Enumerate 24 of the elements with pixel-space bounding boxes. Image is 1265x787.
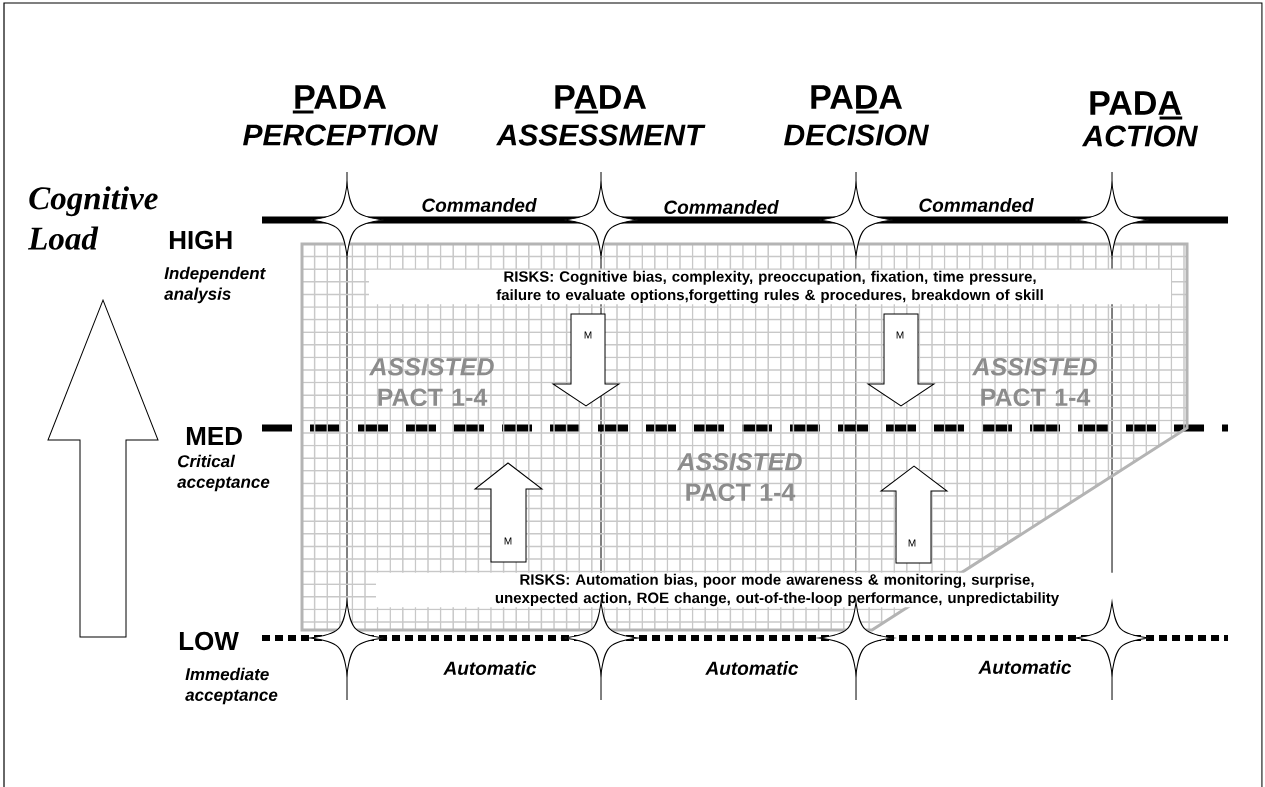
mode-label: Commanded — [919, 198, 1034, 212]
stage-name: DECISION — [784, 124, 930, 146]
region-label: ASSISTED PACT 1-4 — [972, 357, 1097, 407]
star-marker — [818, 183, 894, 257]
region-label: ASSISTED PACT 1-4 — [369, 357, 494, 407]
stage-name: ASSESSMENT — [496, 124, 706, 146]
star-marker — [563, 183, 639, 257]
star-marker — [1074, 601, 1150, 675]
level-description: Independent analysis — [164, 266, 266, 304]
star-marker — [1074, 183, 1150, 257]
mode-label: Automatic — [443, 661, 537, 675]
mode-label: Commanded — [664, 200, 779, 214]
region-label: ASSISTED PACT 1-4 — [677, 452, 802, 502]
level-label: HIGH — [169, 230, 232, 250]
level-description: Critical acceptance — [177, 454, 270, 492]
level-label: LOW — [179, 631, 239, 651]
mode-label: Commanded — [422, 198, 537, 212]
level-label: MED — [186, 427, 242, 445]
axis-title: Cognitive Load — [27, 186, 158, 250]
star-marker — [309, 183, 385, 257]
stage-name: PERCEPTION — [243, 124, 439, 146]
star-marker — [309, 601, 385, 675]
risk-text: RISKS: Cognitive bias, complexity, preoccupation, fixation, time pressure, failure to evaluate options,forgetting rules & procedures, breakdown of skill — [369, 269, 1171, 305]
stage-name: ACTION — [1081, 125, 1199, 147]
